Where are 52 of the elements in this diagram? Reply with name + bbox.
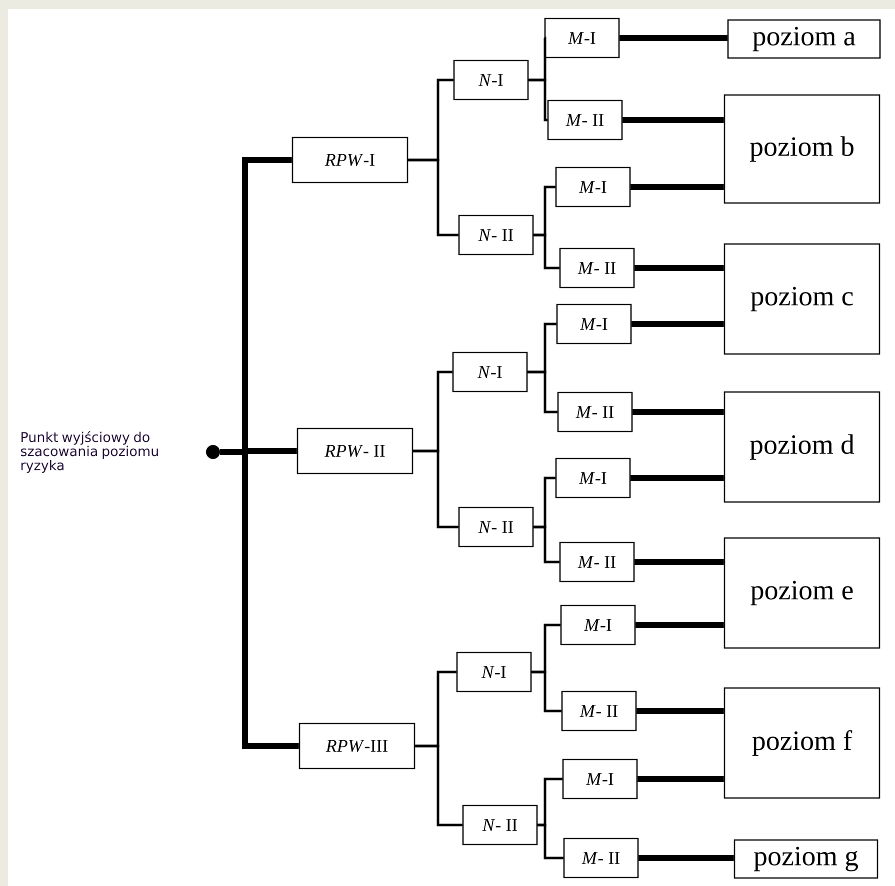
connector-line — [528, 370, 558, 414]
process-box: M-I — [560, 604, 636, 646]
process-box: RPW-I — [292, 136, 408, 184]
process-box: N- II — [458, 506, 534, 548]
start-dot — [206, 445, 220, 459]
connector-line — [634, 265, 724, 271]
process-box: M- II — [559, 248, 635, 288]
connector-line — [636, 708, 724, 714]
connector-line — [534, 234, 560, 270]
connector-line — [622, 117, 724, 123]
process-box: N- II — [462, 804, 538, 846]
process-box: N-I — [452, 352, 528, 392]
connector-line — [532, 670, 562, 712]
level-box: poziom b — [724, 94, 880, 204]
process-box: M- II — [561, 690, 637, 732]
level-box: poziom a — [727, 19, 881, 59]
connector-line — [538, 824, 564, 860]
process-box: N-I — [453, 60, 529, 100]
process-box: N-I — [456, 652, 532, 692]
connector-line — [220, 449, 299, 749]
connector-line — [408, 158, 458, 236]
connector-line — [620, 35, 728, 41]
process-box: M-I — [544, 18, 620, 58]
process-box: M- II — [559, 542, 635, 582]
connector-line — [528, 78, 548, 122]
level-box: poziom e — [724, 537, 880, 649]
level-box: poziom c — [724, 243, 880, 355]
connector-line — [534, 526, 560, 564]
process-box: M- II — [563, 838, 639, 878]
process-box: M-I — [555, 166, 631, 208]
connector-line — [630, 475, 724, 481]
connector-line — [634, 559, 724, 565]
process-box: N- II — [458, 214, 534, 256]
connector-line — [415, 744, 462, 826]
level-box: poziom f — [724, 687, 880, 799]
connector-line — [632, 409, 724, 415]
process-box: M- II — [557, 392, 633, 432]
level-box: poziom d — [724, 391, 880, 503]
process-box: M-I — [555, 458, 631, 498]
connector-line — [632, 321, 724, 327]
level-box: poziom g — [734, 839, 878, 879]
connector-line — [638, 776, 724, 782]
connector-line — [630, 184, 724, 190]
process-box: M-I — [562, 758, 638, 800]
process-box: M- II — [547, 100, 623, 140]
connector-line — [413, 450, 458, 528]
start-label: Punkt wyjściowy do szacowania poziomu ryzyka — [20, 431, 158, 473]
connector-line — [636, 622, 724, 628]
process-box: M-I — [556, 304, 632, 344]
connector-line — [638, 855, 734, 861]
process-box: RPW-III — [298, 722, 416, 770]
process-box: RPW- II — [296, 428, 414, 474]
